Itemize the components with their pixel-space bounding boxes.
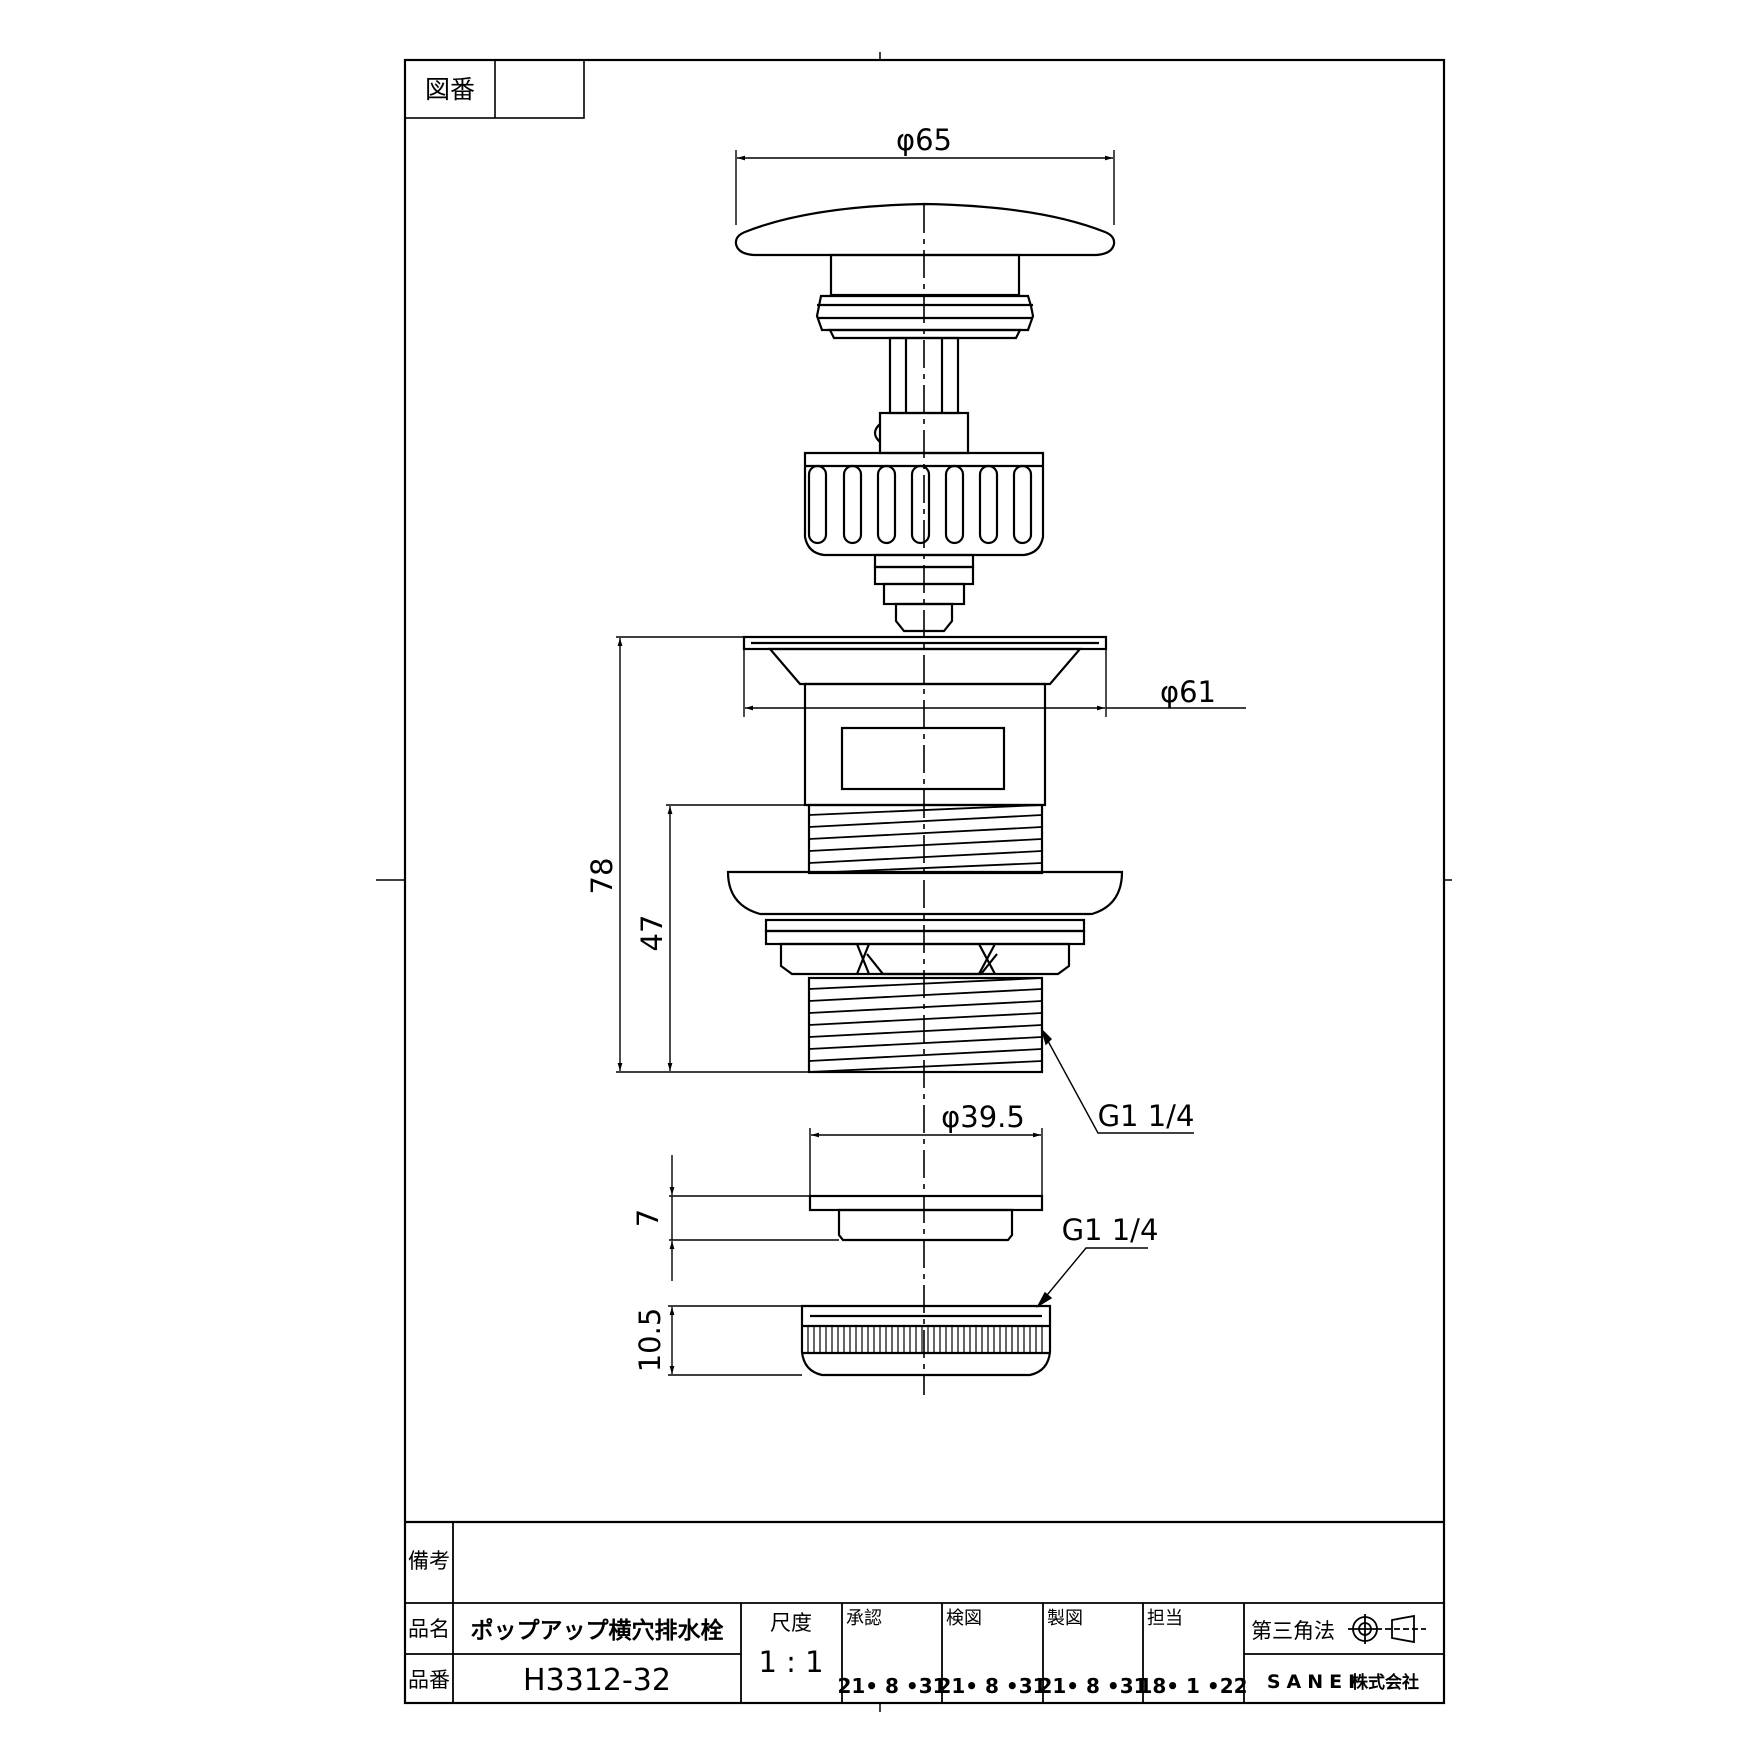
checked-label: 検図 xyxy=(946,1608,982,1629)
drain-body xyxy=(726,635,1124,1074)
charge-label: 担当 xyxy=(1147,1608,1183,1629)
title-block xyxy=(405,1522,1444,1703)
approved-date: 21• 8 •31 xyxy=(837,1674,946,1698)
dim-cap-diameter: φ65 xyxy=(896,123,952,157)
dim-thread-spec-body: G1 1/4 xyxy=(1098,1099,1195,1133)
drawing-number-box: 図番 xyxy=(404,59,585,119)
drawn-label: 製図 xyxy=(1047,1608,1083,1629)
product-number: H3312-32 xyxy=(523,1663,671,1698)
company-suffix: 株式会社 xyxy=(1351,1672,1419,1693)
sheet-frame xyxy=(376,52,1452,1712)
dimension-lines xyxy=(616,150,1246,1376)
washer xyxy=(808,1194,1044,1242)
dim-washer-diameter: φ39.5 xyxy=(941,1100,1025,1134)
dim-body-height: 78 xyxy=(585,858,619,895)
dim-flange-diameter: φ61 xyxy=(1160,675,1216,709)
popup-cap xyxy=(734,202,1116,633)
remarks-label: 備考 xyxy=(408,1549,450,1573)
company-name: SANEI xyxy=(1267,1671,1361,1693)
dim-washer-thickness: 7 xyxy=(631,1209,665,1227)
dim-thread-height: 47 xyxy=(635,915,669,952)
checked-date: 21• 8 •31 xyxy=(937,1674,1046,1698)
scale-value: 1 : 1 xyxy=(758,1645,823,1679)
scale-label: 尺度 xyxy=(770,1611,812,1635)
number-label: 品番 xyxy=(408,1668,450,1692)
title-block-texts: 備考 品名 ポップアップ横穴排水栓 品番 H3312-32 尺度 1 : 1 承… xyxy=(408,1549,1419,1698)
dim-nut-height: 10.5 xyxy=(633,1308,667,1373)
charge-date: 18• 1 •22 xyxy=(1138,1674,1247,1698)
drawing-number-label: 図番 xyxy=(425,75,475,104)
lock-nut xyxy=(800,1304,1052,1377)
drawn-date: 21• 8 •31 xyxy=(1038,1674,1147,1698)
dim-thread-spec-nut: G1 1/4 xyxy=(1062,1213,1159,1247)
product-name: ポップアップ横穴排水栓 xyxy=(471,1617,724,1644)
third-angle-projection-icon xyxy=(1348,1614,1426,1644)
projection-label: 第三角法 xyxy=(1251,1619,1335,1643)
dimension-texts: φ65 φ61 78 47 G1 1/4 φ39.5 7 G1 1/4 10.5 xyxy=(585,123,1216,1372)
name-label: 品名 xyxy=(408,1617,450,1641)
approved-label: 承認 xyxy=(846,1608,882,1629)
